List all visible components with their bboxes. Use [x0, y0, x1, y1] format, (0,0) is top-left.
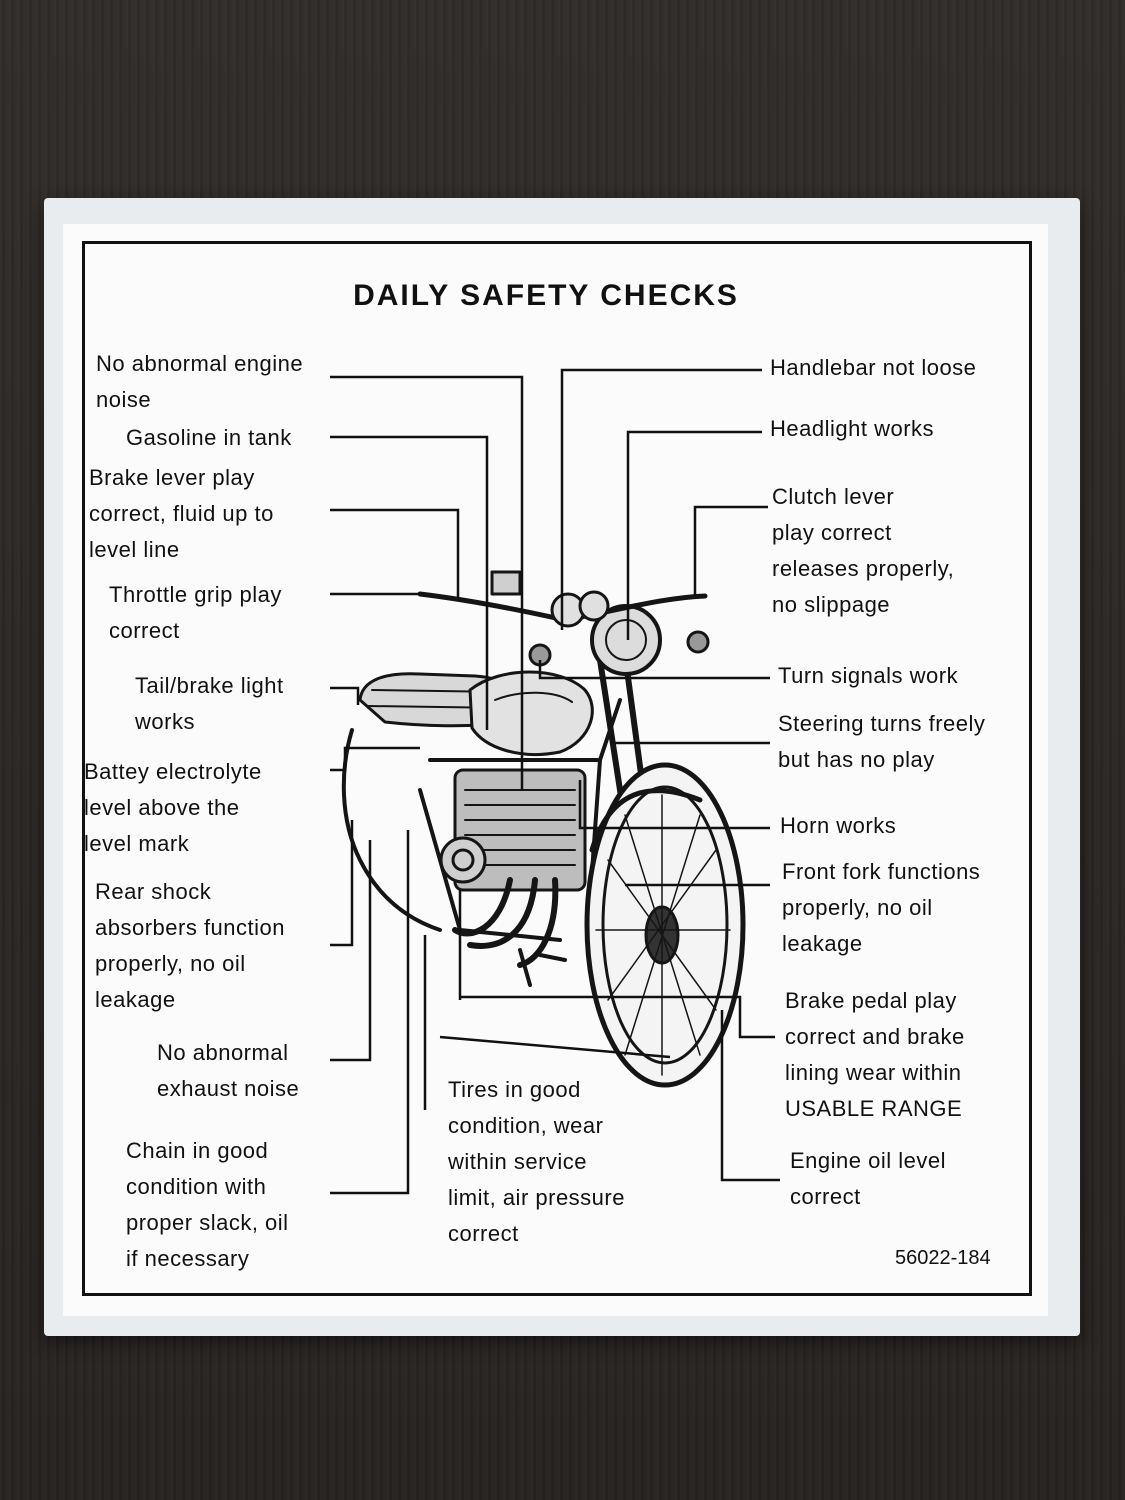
check-gasoline: Gasoline in tank: [126, 425, 292, 450]
motorcycle-illustration: [341, 570, 746, 1088]
check-handlebar: Handlebar not loose: [770, 355, 977, 380]
check-engine-noise: No abnormal engine noise: [96, 351, 304, 412]
check-exhaust: No abnormal exhaust noise: [157, 1040, 300, 1101]
check-brake-pedal: Brake pedal play correct and brake linin…: [785, 988, 965, 1121]
check-chain: Chain in good condition with proper slac…: [126, 1138, 289, 1271]
check-turn-signals: Turn signals work: [778, 663, 959, 688]
check-headlight: Headlight works: [770, 416, 935, 441]
check-clutch: Clutch lever play correct releases prope…: [772, 484, 955, 617]
check-front-fork: Front fork functions properly, no oil le…: [782, 859, 981, 956]
check-horn: Horn works: [780, 813, 897, 838]
check-tires: Tires in good condition, wear within ser…: [448, 1077, 625, 1246]
label-title: DAILY SAFETY CHECKS: [353, 279, 739, 312]
check-battery: Battey electrolyte level above the level…: [84, 759, 262, 856]
label-border: [82, 241, 1032, 1296]
check-throttle: Throttle grip play correct: [109, 582, 282, 643]
check-steering: Steering turns freely but has no play: [778, 711, 986, 772]
check-engine-oil: Engine oil level correct: [790, 1148, 946, 1209]
leader-lines: [330, 368, 780, 1195]
check-brake-lever: Brake lever play correct, fluid up to le…: [89, 465, 274, 562]
part-number: 56022-184: [895, 1247, 991, 1269]
check-rear-shock: Rear shock absorbers function properly, …: [95, 879, 285, 1012]
check-tail-light: Tail/brake light works: [135, 673, 284, 734]
